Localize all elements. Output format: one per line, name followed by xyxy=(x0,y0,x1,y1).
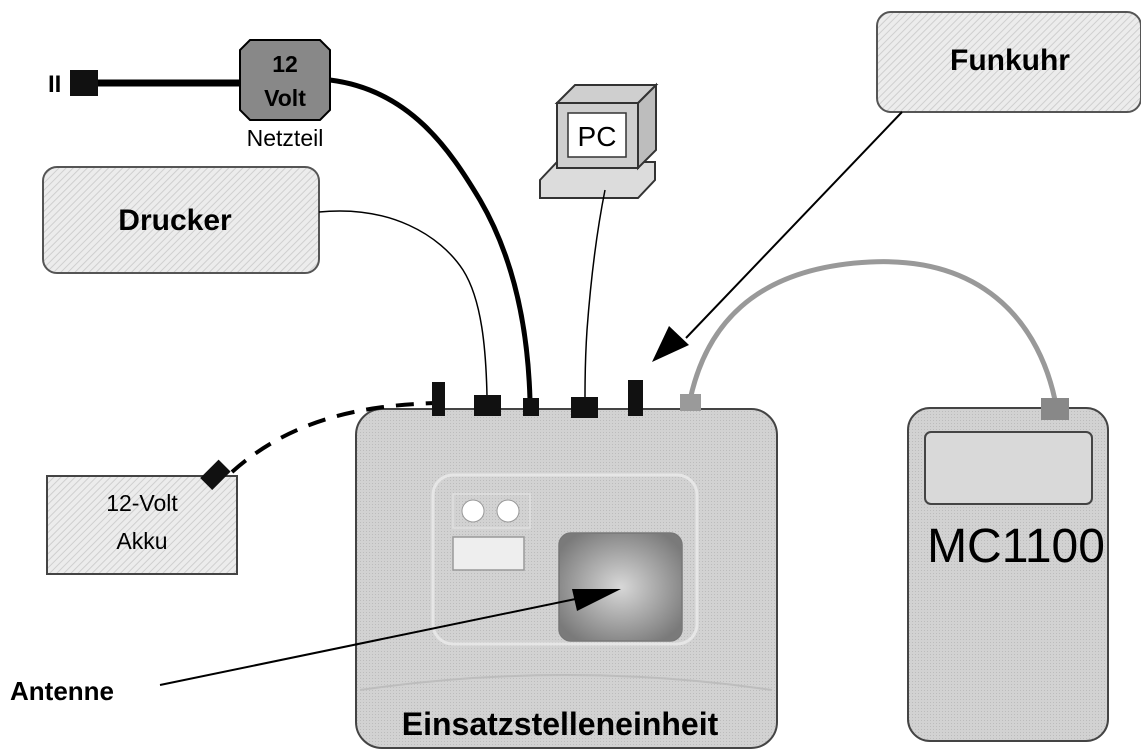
arrows: Antenne xyxy=(10,111,903,706)
pc-label: PC xyxy=(578,121,617,152)
main-unit-panel xyxy=(431,473,699,646)
antenna-field xyxy=(558,532,683,642)
pc-connector xyxy=(571,397,598,418)
cables xyxy=(230,77,1058,474)
radio-clock-label: Funkuhr xyxy=(950,44,1070,77)
battery-line2: Akku xyxy=(116,528,167,554)
handheld-display xyxy=(924,431,1093,505)
radio-clock-connector xyxy=(628,380,643,416)
printer-connector xyxy=(474,395,501,416)
power-connector xyxy=(523,398,539,416)
power-supply-caption: Netzteil xyxy=(247,125,324,151)
antenna-arrow-line xyxy=(159,595,591,686)
power-supply-box xyxy=(239,39,331,121)
main-unit: Einsatzstelleneinheit xyxy=(355,408,778,749)
printer-label: Drucker xyxy=(118,204,232,237)
handheld-connector-device xyxy=(1041,398,1069,420)
battery-cable xyxy=(230,401,439,474)
main-unit-base xyxy=(359,674,773,691)
power-cable xyxy=(329,77,533,401)
main-unit-label: Einsatzstelleneinheit xyxy=(402,706,719,742)
battery-line1: 12-Volt xyxy=(106,490,178,516)
mains-plug-icon xyxy=(70,70,98,96)
pc-screen xyxy=(567,112,627,158)
power-supply-line1: 12 xyxy=(272,51,298,77)
pc: PC xyxy=(539,82,659,199)
printer-box xyxy=(42,166,320,274)
connectors xyxy=(200,380,1069,491)
radio-clock-arrowhead xyxy=(652,326,689,362)
handheld: MC1100 xyxy=(907,407,1109,742)
status-display xyxy=(452,536,525,571)
plug-label: II xyxy=(48,71,61,98)
antenna-arrowhead xyxy=(572,589,621,611)
power-supply-line2: Volt xyxy=(264,85,306,111)
radio-clock-arrow-line xyxy=(685,111,903,339)
pc-monitor-top xyxy=(554,84,659,104)
radio-clock-box xyxy=(876,11,1141,113)
connector-socket-left xyxy=(461,499,485,523)
antenna-label: Antenne xyxy=(10,676,114,706)
handheld-cable xyxy=(687,259,1058,401)
battery-connector xyxy=(432,382,445,416)
connector-socket-right xyxy=(496,499,520,523)
power-supply: II 12 Volt Netzteil xyxy=(48,39,331,151)
radio-clock: Funkuhr xyxy=(876,11,1141,113)
printer-cable xyxy=(318,210,488,397)
handheld-label: MC1100 xyxy=(927,520,1105,573)
battery-box xyxy=(46,475,238,575)
pc-cable xyxy=(584,189,606,398)
handheld-connector-unit xyxy=(680,394,701,411)
printer: Drucker xyxy=(42,166,320,274)
battery: 12-Volt Akku xyxy=(46,475,238,575)
battery-plug xyxy=(200,459,231,491)
